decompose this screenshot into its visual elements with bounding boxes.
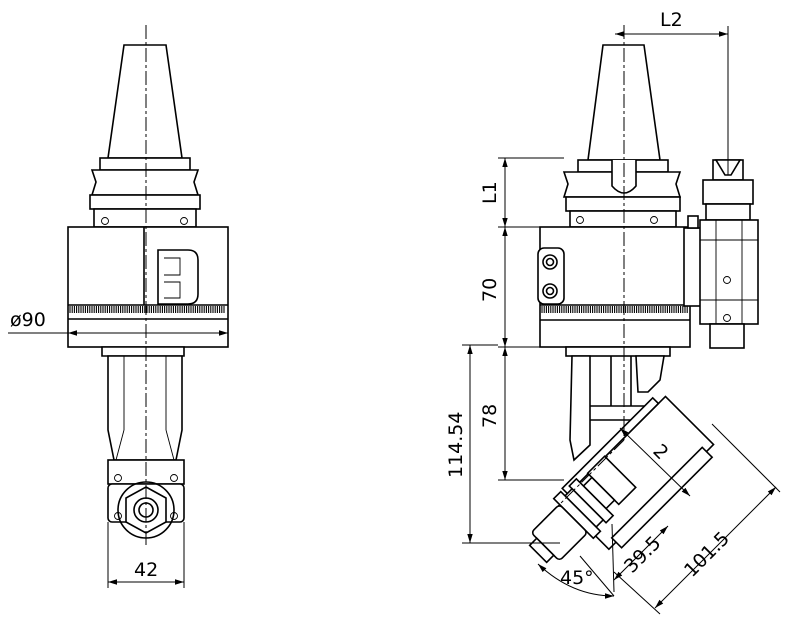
label-114: 114.54 (445, 412, 467, 478)
main-body-right (539, 226, 691, 348)
main-body-left (67, 226, 229, 348)
label-L2: L2 (660, 9, 683, 31)
label-dia90: ø90 (10, 309, 46, 331)
front-view: ø90 42 (8, 25, 229, 588)
screw-left-1 (101, 217, 109, 225)
neck-left (107, 355, 183, 461)
dim-arc-45 (537, 563, 615, 599)
side-view: L2 L1 70 78 114.54 2 39.5 101.5 45° (445, 9, 781, 615)
neck-ring-left (101, 346, 185, 357)
label-45: 45° (560, 567, 594, 589)
screw-left-2 (180, 217, 188, 225)
clamp-block-right (537, 247, 565, 305)
clamp-plate-left (157, 249, 199, 305)
degree-scale-left (69, 306, 225, 313)
flange-ring-2 (89, 194, 201, 210)
stop-block (699, 159, 759, 349)
label-L1: L1 (479, 181, 501, 204)
label-70: 70 (479, 278, 501, 302)
label-42: 42 (134, 559, 158, 581)
neck-right (569, 355, 591, 462)
dim-line-2 (619, 427, 691, 497)
taper-shank-left (107, 44, 183, 159)
dim-line-101 (654, 486, 777, 609)
flange-groove (90, 169, 200, 196)
flange-ring-1 (99, 157, 191, 171)
label-78: 78 (479, 404, 501, 428)
flange-ring-3 (93, 208, 197, 228)
label-101: 101.5 (680, 528, 734, 582)
arm-right-upper (635, 355, 665, 393)
degree-scale-right (541, 306, 688, 313)
